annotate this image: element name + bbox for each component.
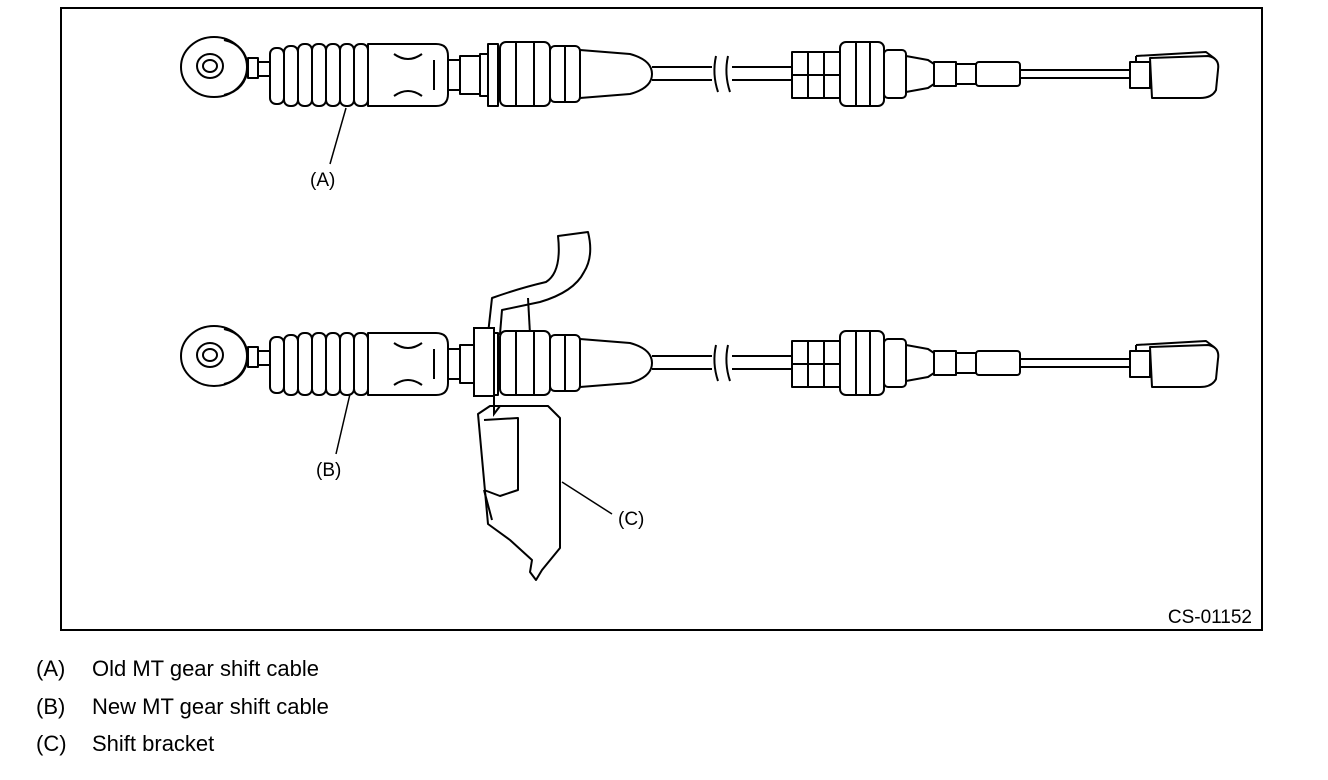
- legend: (A) Old MT gear shift cable (B) New MT g…: [36, 656, 329, 769]
- legend-label: Old MT gear shift cable: [92, 656, 320, 681]
- callout-c: (C): [618, 509, 644, 530]
- legend-item: (C) Shift bracket: [36, 731, 329, 769]
- callout-a: (A): [310, 170, 335, 191]
- shift-bracket-plate: [473, 327, 501, 417]
- diagram-figure: (A) (B) (C) CS-01152: [60, 7, 1263, 631]
- old-cable-drawing: [180, 36, 1220, 107]
- legend-item: (A) Old MT gear shift cable: [36, 656, 329, 694]
- figure-frame: [60, 7, 1263, 631]
- legend-key: (C): [36, 731, 67, 756]
- callout-line-a: [329, 107, 347, 165]
- callout-line-b: [335, 393, 351, 455]
- legend-key: (A): [36, 656, 66, 681]
- callout-line-c: [561, 481, 613, 515]
- shift-bracket-drawing: [477, 231, 592, 581]
- figure-code: CS-01152: [1168, 607, 1252, 628]
- legend-label: New MT gear shift cable: [92, 693, 329, 719]
- callout-b: (B): [316, 460, 341, 481]
- new-cable-drawing: [180, 325, 1220, 396]
- legend-label: Shift bracket: [92, 731, 215, 756]
- legend-key: (B): [36, 693, 66, 719]
- legend-item: (B) New MT gear shift cable: [36, 694, 329, 732]
